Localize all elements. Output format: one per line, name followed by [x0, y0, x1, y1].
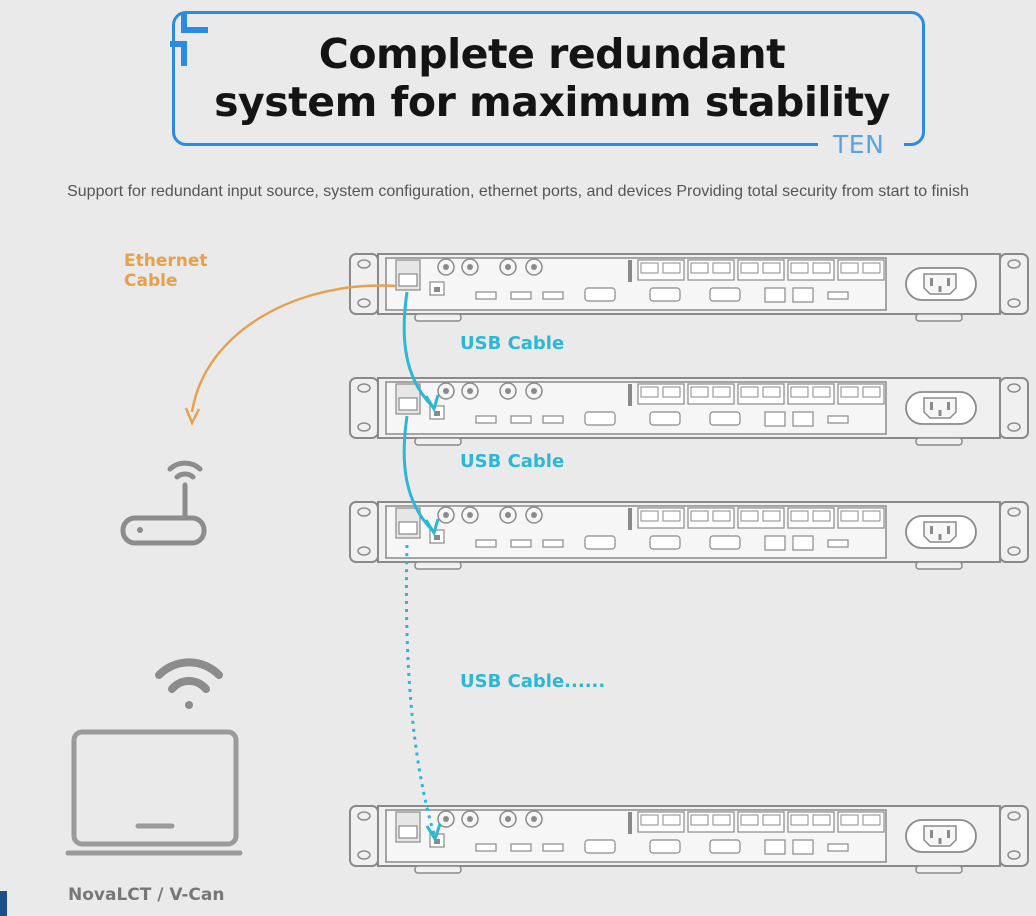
usb-cable-label-2: USB Cable: [460, 451, 565, 472]
usb-arrowhead-3: [425, 823, 442, 843]
usb-cable-1: [402, 291, 434, 408]
pc-software-label: NovaLCT / V-Can: [68, 885, 225, 905]
processor-device-4: [349, 805, 1029, 874]
processor-device-1: [349, 253, 1029, 322]
title-line-1: Complete redundant: [318, 30, 786, 78]
ethernet-label-line-2: Cable: [124, 271, 178, 291]
processor-device-3: [349, 501, 1029, 570]
corner-bracket-icon: [170, 12, 208, 66]
ethernet-label-line-1: Ethernet: [124, 251, 208, 271]
usb-cable-label-1: USB Cable: [460, 333, 565, 354]
badge-gap: [818, 132, 904, 160]
router-icon: [120, 460, 207, 546]
ethernet-arrowhead: [184, 407, 201, 426]
processor-device-2: [349, 377, 1029, 446]
subtitle: Support for redundant input source, syst…: [67, 183, 969, 200]
page-title: Complete redundant system for maximum st…: [172, 30, 932, 126]
ten-badge: TEN: [833, 130, 885, 159]
usb-cable-3-dotted: [404, 544, 436, 835]
usb-cable-label-3: USB Cable......: [460, 671, 606, 692]
title-frame: [172, 11, 925, 146]
title-line-2: system for maximum stability: [214, 78, 890, 126]
usb-cable-2: [402, 415, 434, 532]
ethernet-cable-label: Ethernet Cable: [124, 251, 234, 291]
usb-arrowhead-1: [424, 394, 440, 413]
laptop-icon: [65, 729, 243, 856]
edge-marker: [0, 891, 7, 916]
usb-arrowhead-2: [424, 518, 440, 537]
wifi-icon: [155, 658, 223, 709]
ethernet-cable: [190, 284, 397, 413]
